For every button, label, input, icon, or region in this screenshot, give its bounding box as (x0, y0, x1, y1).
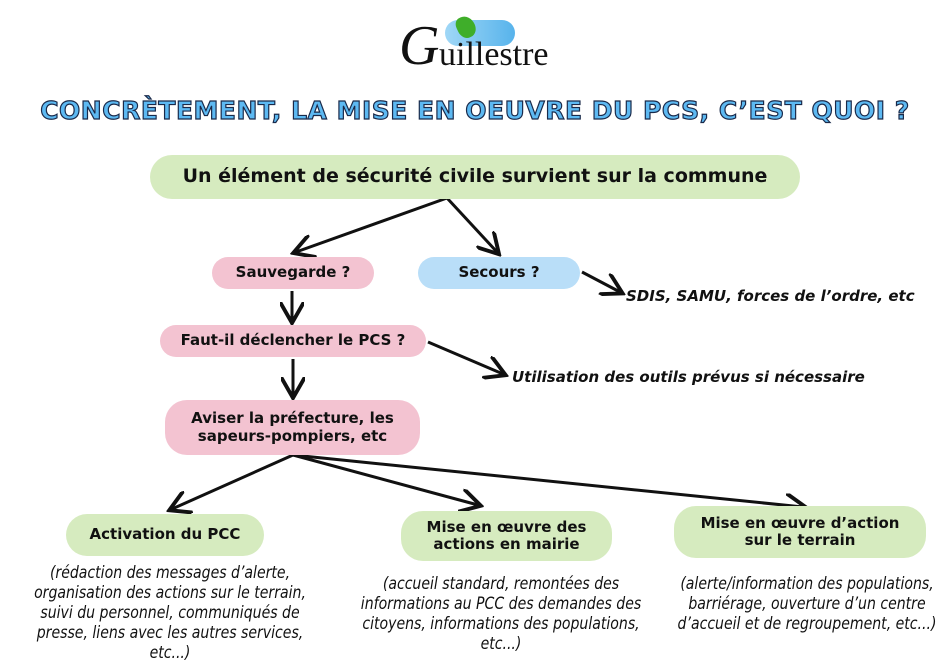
arrow-aviser-pcc (172, 453, 294, 509)
note-mairie: (accueil standard, remontées des informa… (360, 574, 642, 654)
secours-side-text: SDIS, SAMU, forces de l’ordre, etc (626, 287, 915, 305)
arrow-aviser-mairie (292, 453, 478, 505)
logo-initial: G (399, 15, 440, 77)
node-start: Un élément de sécurité civile survient s… (150, 155, 800, 199)
node-aviser: Aviser la préfecture, les sapeurs-pompie… (165, 400, 420, 455)
node-terrain: Mise en œuvre d’action sur le terrain (674, 506, 926, 558)
guillestre-logo: G uillestre (395, 13, 565, 77)
node-pcc: Activation du PCC (66, 514, 264, 556)
logo-text: uillestre (439, 36, 549, 73)
arrow-start-secours (445, 196, 497, 252)
node-mairie: Mise en œuvre des actions en mairie (401, 511, 612, 561)
pcs-side-text: Utilisation des outils prévus si nécessa… (512, 368, 865, 386)
node-sauvegarde: Sauvegarde ? (212, 257, 374, 289)
node-secours: Secours ? (418, 257, 580, 289)
page-title: CONCRÈTEMENT, LA MISE EN OEUVRE DU PCS, … (40, 95, 910, 125)
arrow-secours-side (581, 270, 620, 292)
arrow-aviser-terrain (292, 453, 803, 507)
note-terrain: (alerte/information des populations, bar… (677, 574, 937, 634)
node-pcs: Faut-il déclencher le PCS ? (160, 325, 426, 357)
note-pcc: (rédaction des messages d’alerte, organi… (34, 563, 306, 663)
arrow-pcs-side (427, 340, 503, 374)
arrow-start-sauvegarde (296, 196, 448, 252)
